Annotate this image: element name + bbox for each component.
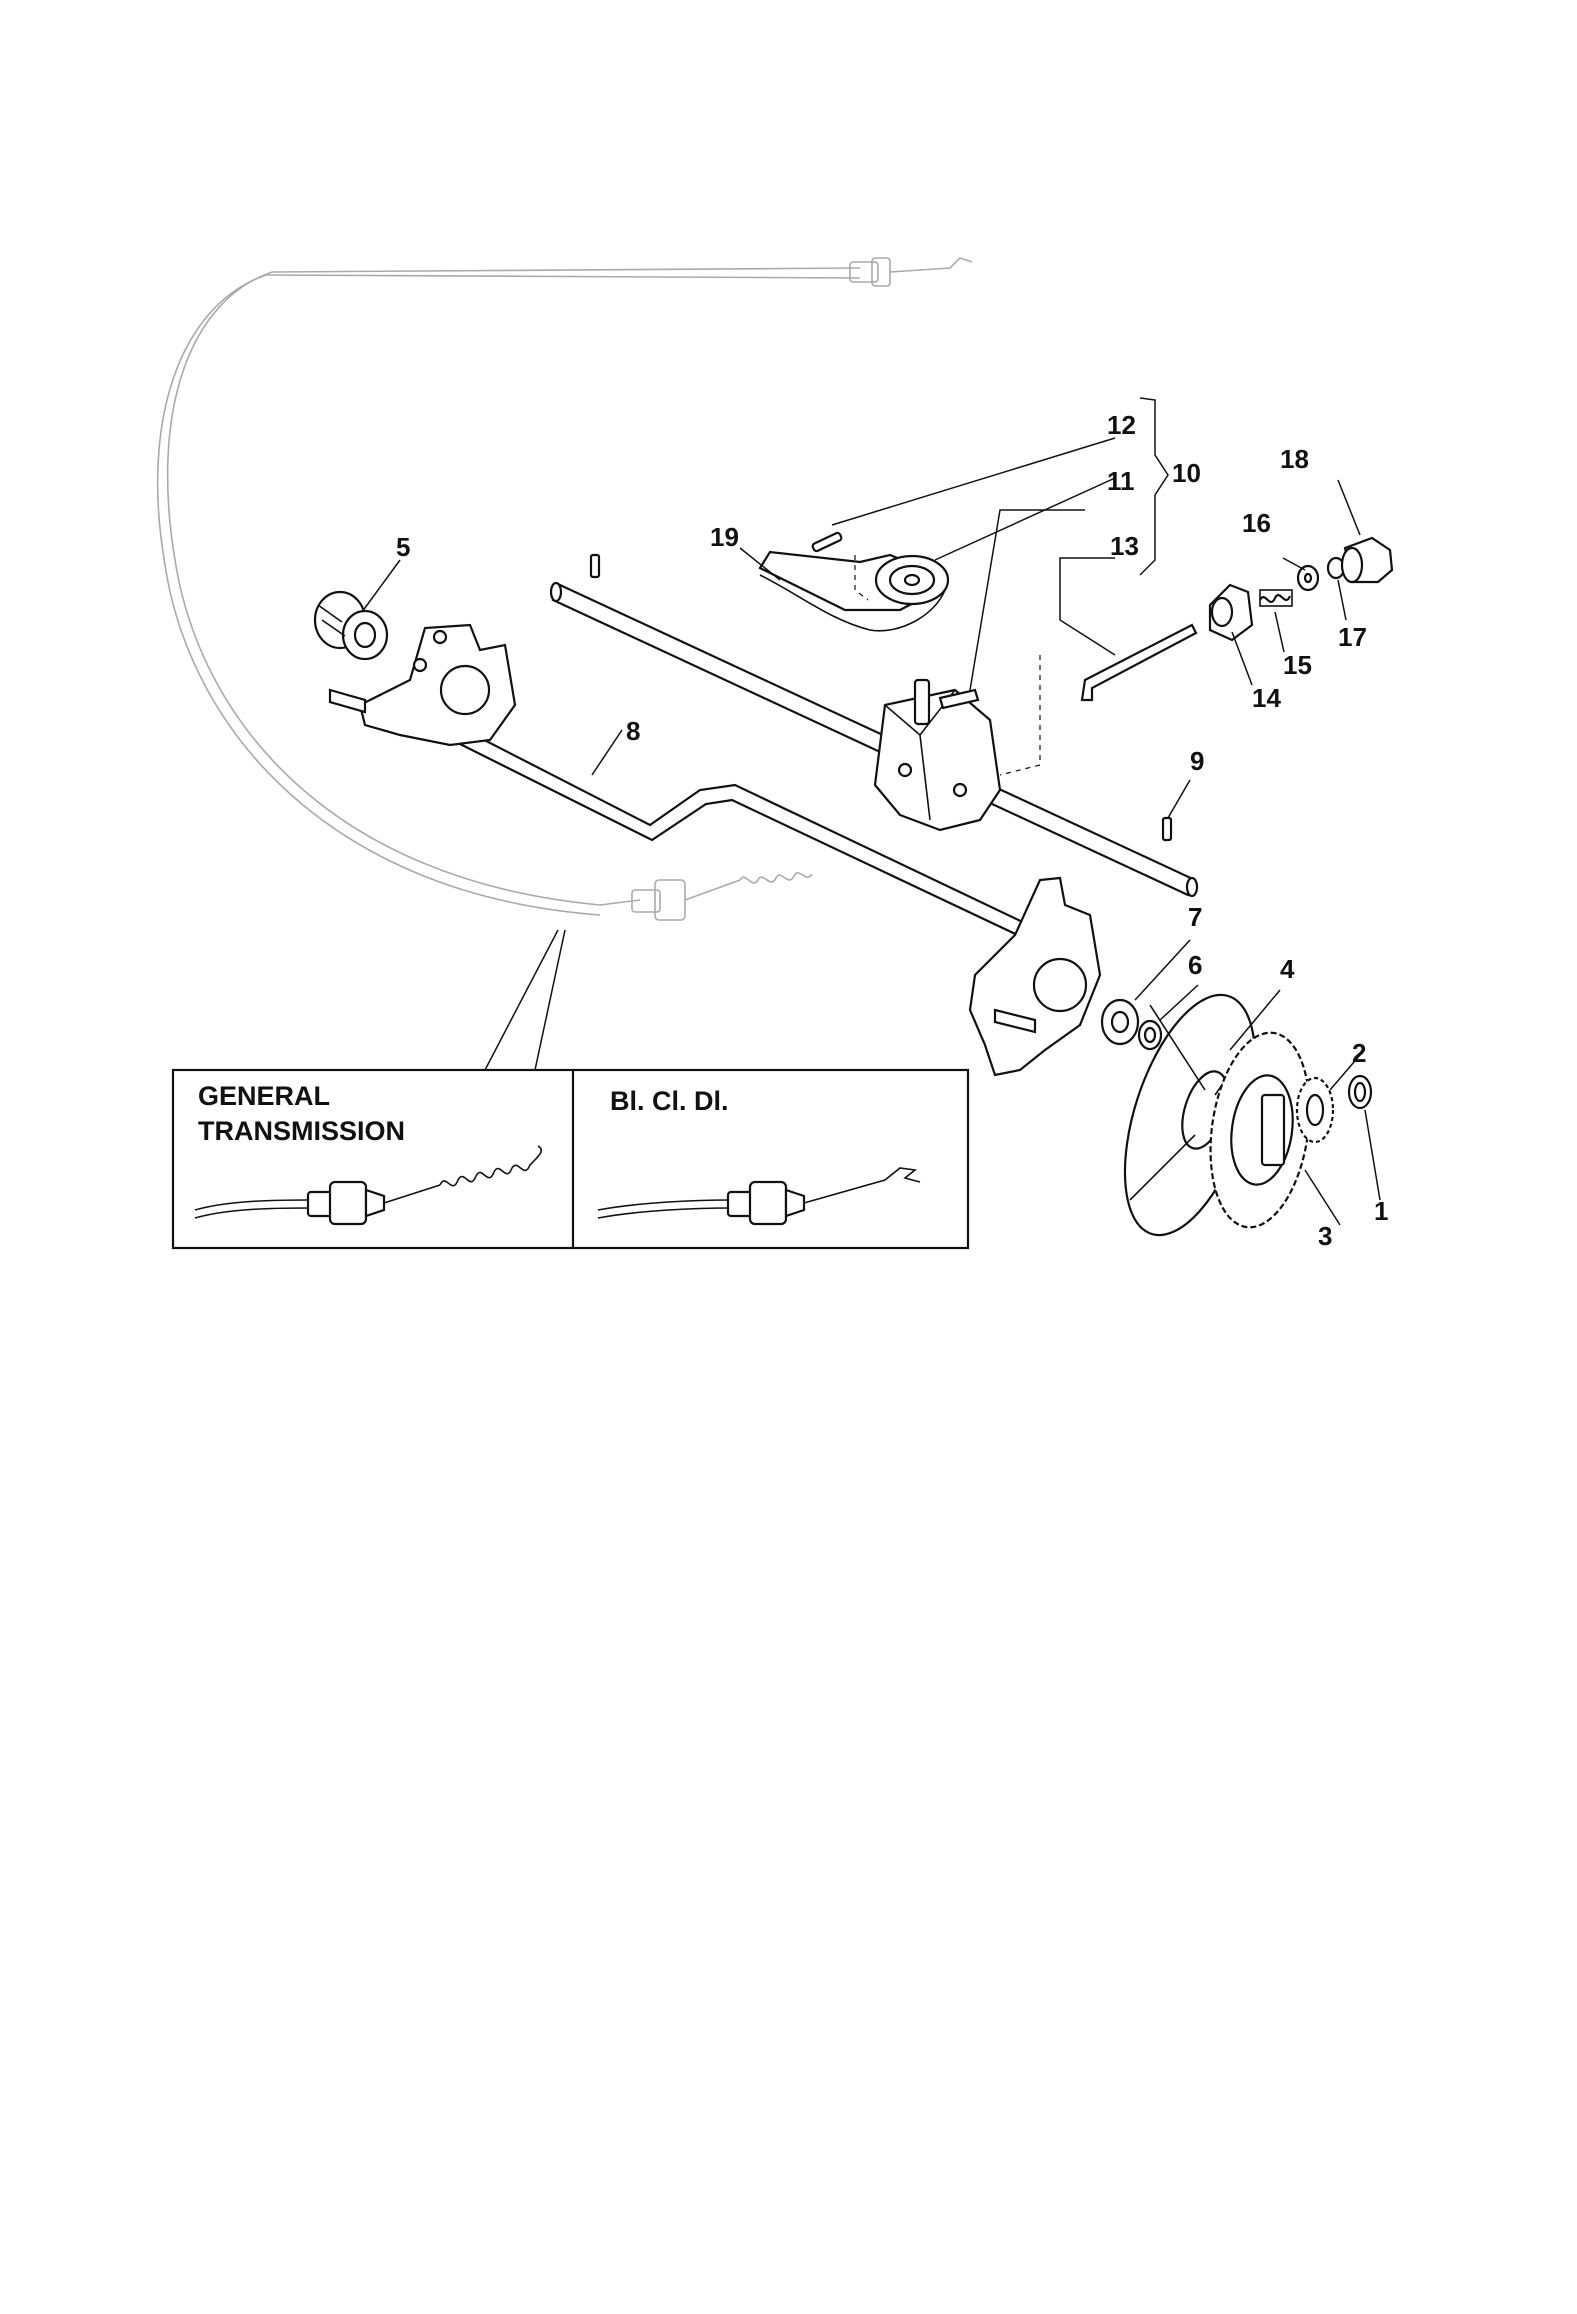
knob-assembly [1208,536,1394,642]
callout-17: 17 [1338,622,1367,652]
callout-13: 13 [1110,531,1139,561]
inset-title-general: GENERAL [198,1081,330,1111]
control-cable [156,257,973,921]
bearing [1100,998,1140,1046]
inset-title-transmission: TRANSMISSION [198,1116,405,1146]
right-bracket [968,876,1102,1077]
gearbox [873,678,1002,832]
callout-labels: 1 2 3 4 5 6 7 8 9 10 11 12 13 14 15 16 1… [396,410,1388,1251]
callout-5: 5 [396,532,410,562]
callout-18: 18 [1280,444,1309,474]
callout-16: 16 [1242,508,1271,538]
small-gear [1295,1076,1335,1144]
callout-19: 19 [710,522,739,552]
left-bracket [328,623,517,747]
callout-4: 4 [1280,954,1295,984]
callout-7: 7 [1188,902,1202,932]
callout-2: 2 [1352,1038,1366,1068]
callout-8: 8 [626,716,640,746]
callout-15: 15 [1283,650,1312,680]
spring-pin [811,531,843,553]
inset-pointer [484,929,566,1071]
callout-3: 3 [1318,1221,1332,1251]
callout-6: 6 [1188,950,1202,980]
circlip [1347,1074,1373,1110]
link-rod [999,623,1198,776]
group-bracket [1139,397,1169,576]
large-gear [1209,1031,1311,1229]
inset-box: GENERAL TRANSMISSION Bl. Cl. Dl. [171,1068,970,1250]
roller-bushing [313,590,389,661]
belt-and-pulley [758,550,950,632]
leader-lines [361,437,1381,1226]
exploded-parts-diagram: GENERAL TRANSMISSION Bl. Cl. Dl. 1 2 3 [156,257,1394,1251]
callout-9: 9 [1190,746,1204,776]
inset-general-cable [194,1145,542,1226]
callout-1: 1 [1374,1196,1388,1226]
inset-blcldl-cable [597,1167,921,1226]
callout-14: 14 [1252,683,1281,713]
callout-10: 10 [1172,458,1201,488]
callout-11: 11 [1107,466,1135,496]
washer [1137,1019,1163,1051]
callout-12: 12 [1107,410,1136,440]
inset-title-bl-cl-dl: Bl. Cl. Dl. [610,1086,729,1116]
